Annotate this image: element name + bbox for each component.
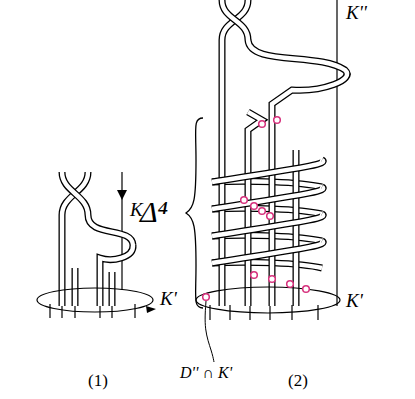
intersection-dot (259, 208, 266, 215)
band-edge (212, 187, 323, 209)
band-strand (296, 150, 297, 306)
band-fill (73, 268, 77, 306)
band-strand (212, 187, 323, 209)
intersection-dot (267, 213, 274, 220)
strand-end (99, 304, 100, 318)
intersection-dot (259, 121, 266, 128)
disk-boundary-front (37, 288, 153, 300)
band-fill (294, 150, 298, 306)
band-strand (212, 160, 323, 182)
leader-line (205, 301, 214, 362)
disk-boundary-front (196, 287, 340, 300)
math-label: D'' ∩ K' (180, 365, 232, 381)
orientation-arrow (146, 306, 156, 313)
strand-end (291, 305, 292, 320)
strand-end (74, 304, 75, 318)
math-label: K'' (346, 3, 367, 22)
strand-end (317, 305, 318, 320)
intersection-dot (303, 286, 310, 293)
band-fill (212, 241, 323, 263)
strand-end (111, 304, 112, 318)
disk-boundary-back (37, 300, 153, 312)
intersection-dot (203, 294, 210, 301)
math-label: K' (160, 289, 177, 308)
math-label: K' (346, 291, 363, 310)
band-strand (62, 172, 133, 306)
intersection-dot (241, 197, 248, 204)
math-label: Δ⁴ (140, 197, 168, 227)
intersection-dot (251, 272, 258, 279)
figure-number: (1) (88, 372, 108, 389)
knot-k2-line (336, 0, 337, 306)
intersection-dot (269, 276, 276, 283)
strand-end (49, 304, 50, 318)
strand-end (269, 305, 270, 320)
band-fill (212, 187, 323, 209)
band-strand (75, 268, 76, 306)
band-strand (212, 241, 323, 263)
band-edge (212, 241, 323, 263)
strand-end (209, 305, 210, 320)
band-edge (72, 268, 79, 306)
figure-number: (2) (288, 372, 308, 389)
curly-brace (186, 118, 203, 308)
strand-end (61, 304, 62, 318)
intersection-dot (287, 281, 294, 288)
intersection-dot (274, 117, 281, 124)
band-fill (212, 160, 323, 182)
orientation-arrow (117, 190, 127, 200)
band-edge (212, 160, 323, 182)
band-fill (62, 172, 133, 306)
strand-end (134, 304, 135, 318)
intersection-dot (251, 203, 258, 210)
band-edge (62, 172, 133, 306)
strand-end (249, 305, 250, 320)
strand-end (229, 305, 230, 320)
